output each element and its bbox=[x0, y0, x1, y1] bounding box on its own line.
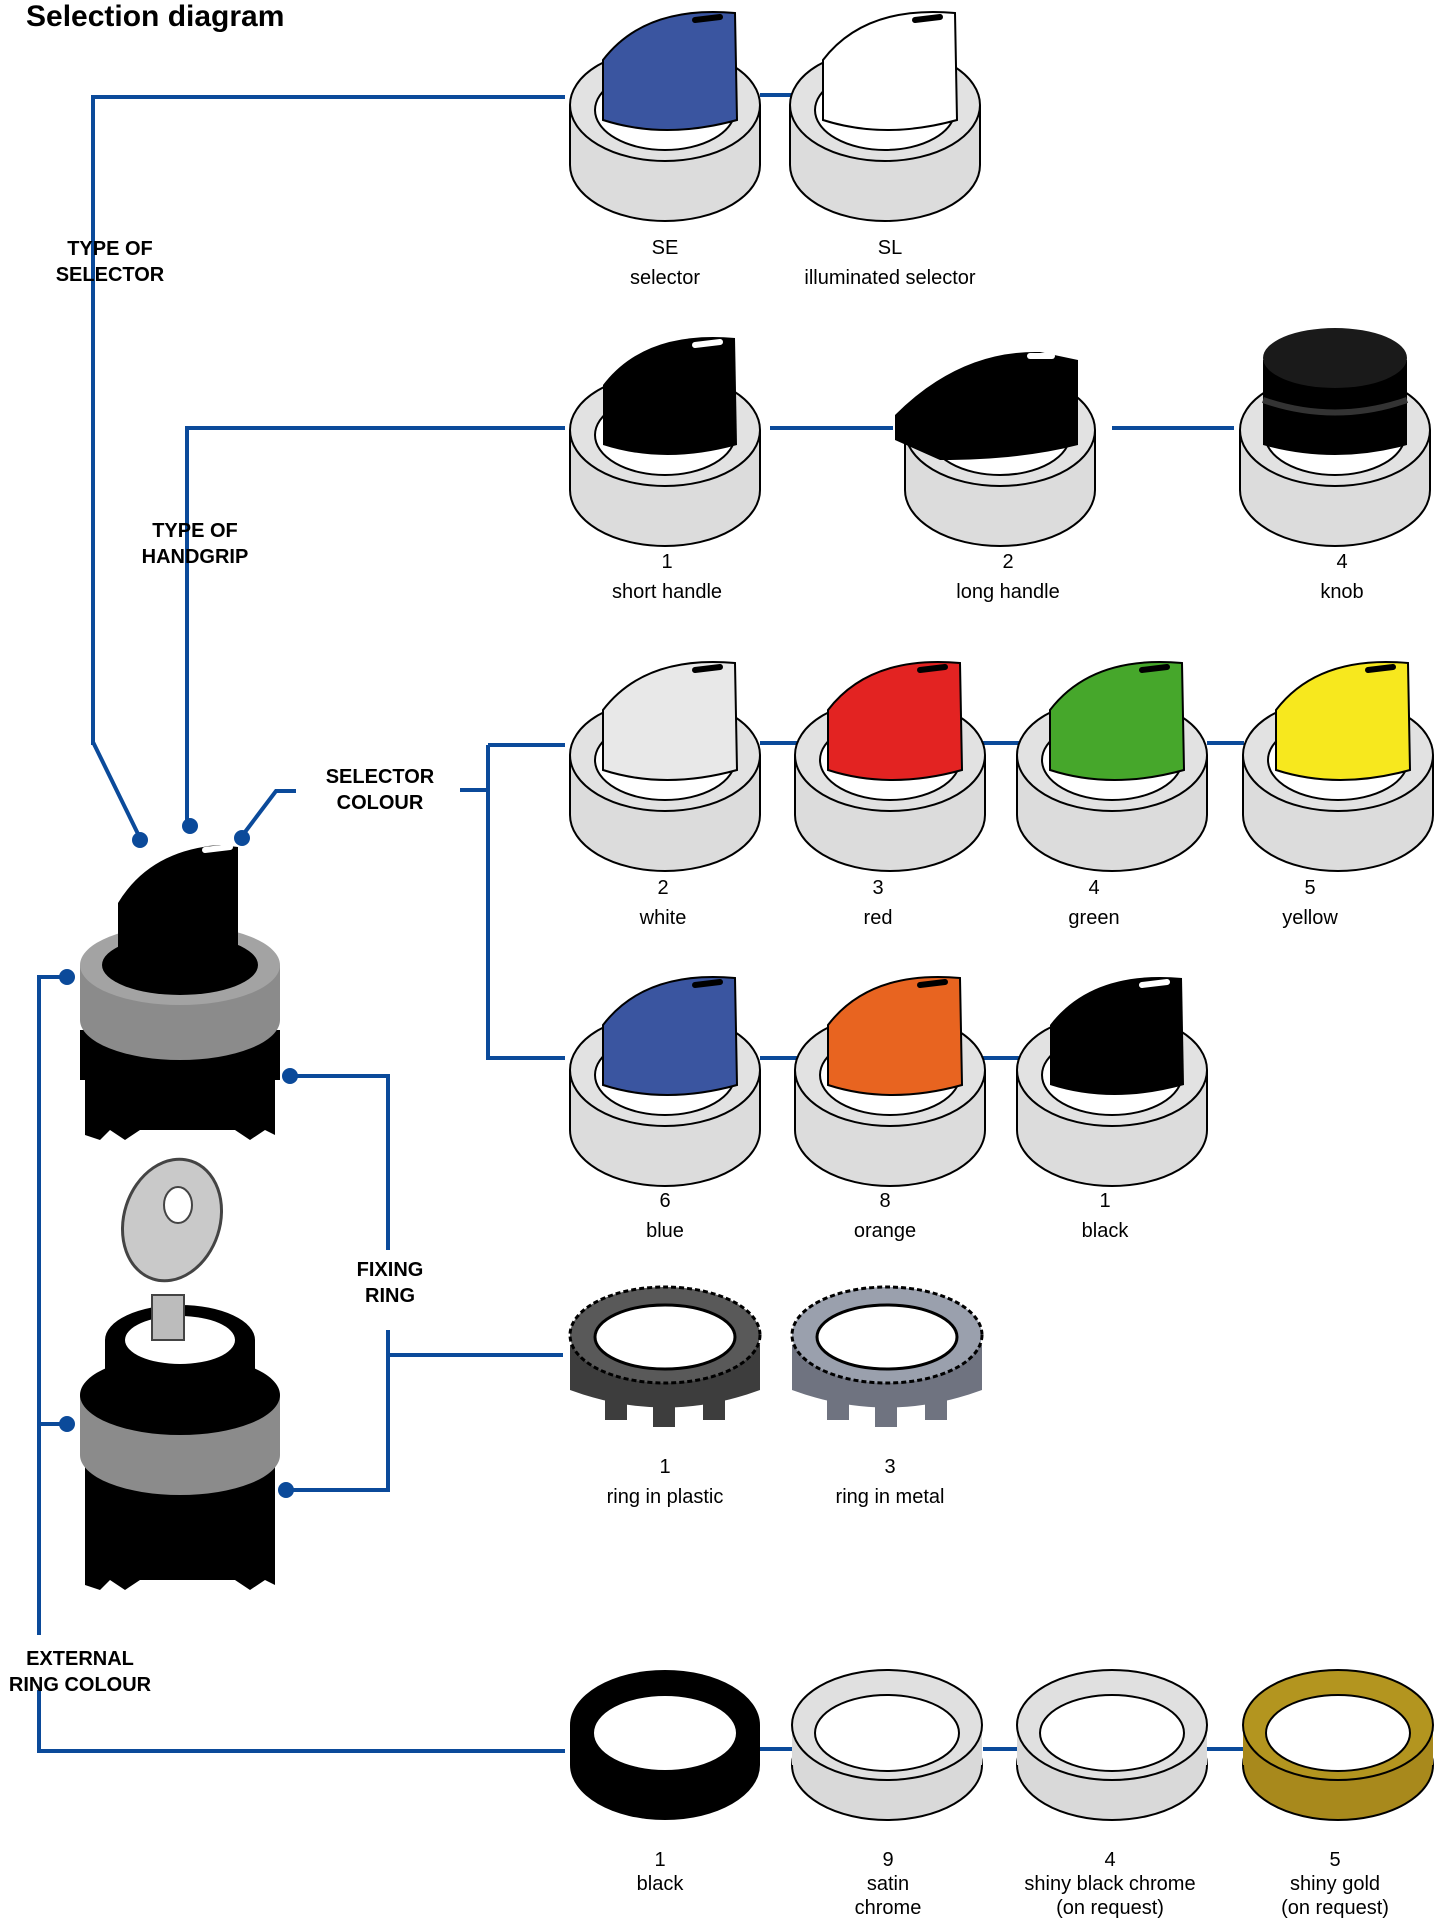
option-colour-black bbox=[1016, 976, 1208, 1187]
label-colour-green: 4 green bbox=[1068, 877, 1120, 929]
label-colour-black: 1 black bbox=[1081, 1190, 1129, 1242]
label-colour-yellow: 5 yellow bbox=[1282, 877, 1338, 929]
option-colour-orange bbox=[794, 976, 986, 1187]
line-external-ring bbox=[37, 975, 67, 1635]
category-type-of-handgrip: TYPE OF HANDGRIP bbox=[141, 520, 249, 568]
option-handgrip-short bbox=[569, 336, 761, 547]
option-colour-blue bbox=[569, 976, 761, 1187]
option-external-ring-black bbox=[570, 1670, 760, 1820]
key-selector-illustration bbox=[80, 1157, 280, 1590]
label-selector-SL: SL illuminated selector bbox=[804, 237, 976, 289]
option-selector-SL bbox=[789, 11, 981, 222]
category-external-ring-colour: EXTERNAL RING COLOUR bbox=[8, 1648, 152, 1696]
label-handgrip-2: 2 long handle bbox=[956, 551, 1060, 603]
option-selector-SE bbox=[569, 11, 761, 222]
line-type-of-selector bbox=[91, 95, 565, 839]
label-handgrip-1: 1 short handle bbox=[611, 551, 723, 603]
option-colour-red bbox=[794, 661, 986, 872]
label-selector-SE: SE selector bbox=[629, 237, 701, 289]
label-external-ring-shiny-black-chrome: 4 shiny black chrome (on request) bbox=[1024, 1849, 1196, 1919]
option-colour-green bbox=[1016, 661, 1208, 872]
line-type-of-handgrip bbox=[185, 426, 565, 826]
label-fixing-ring-metal: 3 ring in metal bbox=[835, 1456, 945, 1508]
category-selector-colour: SELECTOR COLOUR bbox=[325, 766, 435, 814]
label-colour-white: 2 white bbox=[639, 877, 687, 929]
label-external-ring-satin-chrome: 9 satin chrome bbox=[854, 1849, 922, 1919]
option-colour-yellow bbox=[1242, 661, 1434, 872]
page-title: Selection diagram bbox=[26, 0, 285, 33]
label-colour-blue: 6 blue bbox=[646, 1190, 684, 1242]
label-colour-red: 3 red bbox=[863, 877, 893, 929]
option-fixing-ring-plastic bbox=[568, 1285, 762, 1427]
option-external-ring-satin-chrome bbox=[791, 1669, 983, 1821]
option-handgrip-long bbox=[895, 351, 1096, 547]
category-type-of-selector: TYPE OF SELECTOR bbox=[55, 238, 165, 286]
option-handgrip-knob bbox=[1239, 328, 1431, 547]
line-fixing-ring bbox=[290, 1074, 390, 1250]
main-selector-illustration bbox=[80, 844, 280, 1140]
label-external-ring-shiny-gold: 5 shiny gold (on request) bbox=[1281, 1849, 1389, 1919]
label-colour-orange: 8 orange bbox=[853, 1190, 917, 1242]
option-external-ring-shiny-black-chrome bbox=[1016, 1669, 1208, 1821]
label-handgrip-4: 4 knob bbox=[1320, 551, 1364, 603]
connector-dots bbox=[59, 818, 298, 1498]
label-fixing-ring-plastic: 1 ring in plastic bbox=[606, 1456, 724, 1508]
line-selector-colour bbox=[240, 789, 296, 838]
option-colour-white bbox=[569, 661, 761, 872]
category-fixing-ring: FIXING RING bbox=[356, 1259, 424, 1307]
option-external-ring-shiny-gold bbox=[1242, 1669, 1434, 1821]
option-fixing-ring-metal bbox=[790, 1285, 984, 1427]
label-external-ring-black: 1 black bbox=[636, 1849, 684, 1895]
